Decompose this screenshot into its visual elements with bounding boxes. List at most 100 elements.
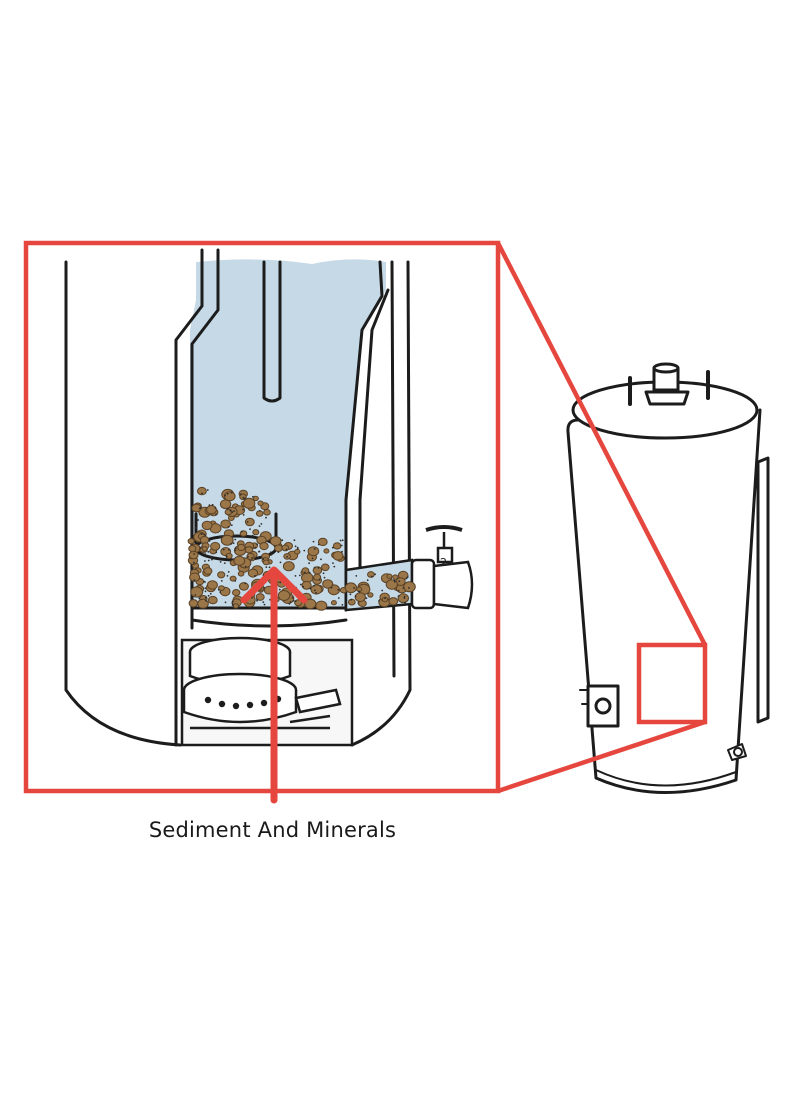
sediment-speck (234, 538, 237, 541)
sediment-speck (204, 596, 207, 599)
sediment-pebble (403, 581, 416, 593)
sediment-speck (207, 550, 210, 553)
sediment-pebble (255, 593, 265, 601)
sediment-speck (194, 594, 197, 596)
sediment-speck (341, 539, 344, 542)
sediment-pebble (313, 573, 322, 581)
sediment-pebble (188, 550, 199, 560)
sediment-speck (384, 597, 386, 600)
sediment-speck (252, 495, 254, 498)
sediment-speck (317, 567, 320, 569)
sediment-speck (355, 575, 358, 577)
sediment-pebble (218, 585, 225, 591)
sediment-speck (374, 573, 376, 576)
sediment-speck (330, 586, 333, 589)
sediment-pebble (322, 579, 334, 589)
sediment-speck (195, 526, 198, 529)
sediment-pebble (237, 543, 246, 552)
sediment-speck (207, 559, 210, 562)
sediment-pebble (269, 536, 282, 547)
sediment-speck (204, 587, 207, 590)
sediment-speck (397, 589, 400, 592)
caption: Sediment And Minerals (148, 818, 397, 842)
sediment-speck (299, 574, 301, 577)
sediment-pebble (188, 545, 197, 553)
sediment-speck (337, 597, 340, 599)
sediment-pebble (397, 593, 409, 604)
sediment-speck (308, 571, 311, 574)
sediment-speck (206, 489, 209, 491)
sediment-pebble (233, 555, 246, 566)
sediment-speck (204, 553, 207, 555)
sediment-speck (256, 599, 258, 602)
sediment-speck (219, 561, 222, 563)
sediment-pebble (354, 592, 366, 602)
sediment-speck (311, 557, 314, 560)
sediment-speck (262, 601, 265, 604)
callout-zoom-box (23, 240, 501, 794)
sediment-speck (224, 601, 227, 604)
sediment-speck (262, 558, 265, 561)
sediment-speck (222, 548, 225, 551)
sediment-pebble (210, 541, 221, 551)
sediment-speck (231, 511, 234, 514)
sediment-speck (244, 582, 247, 585)
sediment-pebble (282, 561, 295, 572)
sediment-speck (254, 574, 256, 577)
sediment-speck (234, 547, 237, 550)
sediment-speck (265, 516, 267, 519)
sediment-speck (226, 492, 229, 495)
sediment-pebble (201, 546, 208, 552)
sediment-speck (251, 534, 254, 537)
sediment-speck (229, 509, 232, 512)
sediment-pebble (367, 571, 375, 578)
sediment-speck (349, 593, 352, 596)
sediment-speck (197, 519, 200, 521)
sediment-pebble (310, 584, 323, 595)
burner-icon (180, 636, 354, 747)
sediment-speck (217, 588, 220, 591)
sediment-speck (234, 549, 237, 552)
sediment-speck (231, 604, 234, 607)
sediment-speck (220, 580, 223, 582)
sediment-pebble (232, 603, 239, 609)
sediment-speck (333, 565, 336, 568)
sediment-speck (279, 561, 282, 564)
sediment-speck (398, 580, 401, 583)
sediment-speck (219, 591, 222, 593)
sediment-speck (200, 533, 203, 535)
sediment-speck (243, 497, 246, 500)
sediment-speck (228, 548, 230, 551)
sediment-speck (219, 535, 222, 538)
sediment-pebble (259, 542, 269, 551)
sediment-speck (242, 514, 245, 516)
sediment-pebble (321, 563, 330, 572)
sediment-speck (339, 539, 342, 542)
sediment-speck (293, 539, 296, 542)
sediment-speck (308, 562, 310, 565)
sediment-speck (230, 542, 233, 545)
sediment-speck (404, 601, 407, 604)
sediment-speck (294, 600, 297, 603)
sediment-speck (258, 525, 261, 527)
sediment-pebble (330, 600, 337, 606)
callout-connector-top (495, 241, 708, 647)
sediment-speck (279, 581, 282, 584)
sediment-speck (281, 539, 284, 542)
sediment-speck (303, 549, 306, 552)
sediment-speck (209, 593, 212, 595)
sediment-speck (198, 597, 201, 600)
sediment-speck (291, 596, 294, 599)
sediment-speck (381, 589, 384, 592)
sediment-pebble (220, 519, 231, 529)
sediment-speck (226, 508, 229, 510)
gas-control-icon (579, 684, 620, 728)
sediment-speck (354, 595, 357, 598)
sediment-pebble (252, 495, 259, 502)
sediment-speck (269, 551, 272, 554)
sediment-pebble (190, 586, 204, 598)
sediment-speck (233, 510, 235, 512)
callout-connector-bottom (497, 719, 706, 794)
sediment-speck (247, 556, 249, 558)
sediment-pebble (307, 546, 320, 557)
